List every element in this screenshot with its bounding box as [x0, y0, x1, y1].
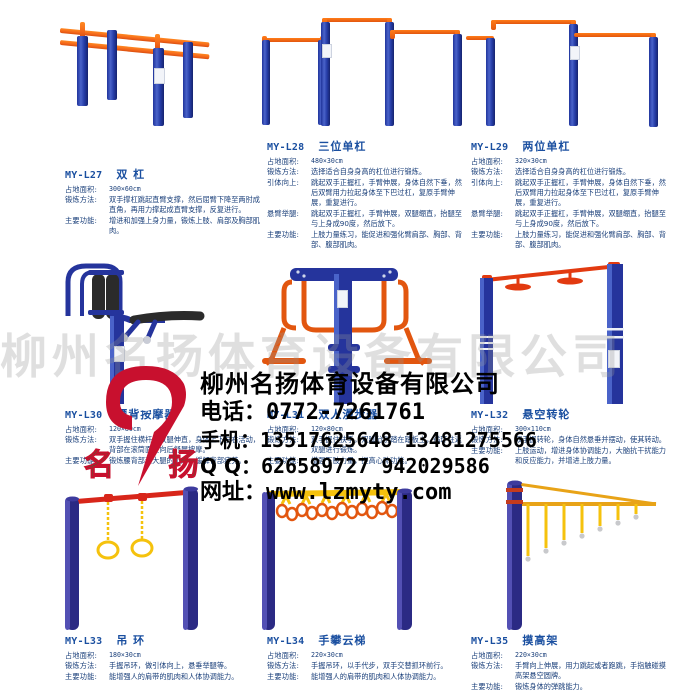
airwalker-drawing — [262, 268, 432, 404]
monkeyladder-drawing — [262, 488, 412, 630]
product-image-two-bar — [466, 8, 671, 138]
product-code: MY-L28 — [267, 142, 305, 153]
product-title-my-l27: MY-L27 双 杠 — [65, 166, 265, 182]
product-tag — [608, 350, 620, 368]
massager-drawing — [65, 263, 205, 404]
product-image-back-massager — [60, 258, 265, 406]
spec-area: 占地面积: 320×30cm — [471, 156, 547, 166]
product-info-my-l29: MY-L29 两位单杠 占地面积: 320×30cm 锻炼方法: 选择适合自身身… — [466, 138, 671, 250]
spec-method: 锻炼方法: 手握吊环，以手代步，双手交替抓环前行。 — [267, 661, 448, 671]
spec-method: 锻炼方法: 双手撑杠跳起直臂支撑，然后屈臂下降至两肘成直角，再用力撑起成直臂支撑… — [65, 195, 260, 215]
product-name: 悬空转轮 — [522, 408, 571, 421]
product-code: MY-L29 — [471, 142, 509, 153]
spec-method: 锻炼方法: 双手握转轮，身体自然悬垂并摆动，使其转动。 — [471, 435, 666, 445]
spec-area: 占地面积: 220×30cm — [267, 650, 343, 660]
product-image-hanging-wheels — [466, 258, 671, 406]
spec-function: 主要功能: 增进和加强上身力量，锻炼上肢、肩部及胸部肌肉。 — [65, 216, 260, 236]
spec-hang-leg: 悬臂举腿: 跳起双手正握杠，手臂伸展，双腿绷直，抬腿至与上身成90度，然后放下。 — [471, 209, 666, 229]
spec-function: 主要功能: 锻炼身体的弹跳能力。 — [471, 682, 587, 692]
spec-function: 主要功能: 上肢运动，增进身体协调能力，大脑抗干扰能力和反应能力，并增进上肢力量… — [471, 445, 666, 466]
spec-hang-leg: 悬臂举腿: 跳起双手正握杠，手臂伸展，双腿绷直，抬腿至与上身成90度，然后放下。 — [267, 209, 462, 229]
product-title-my-l29: MY-L29 两位单杠 — [471, 138, 671, 154]
product-code: MY-L32 — [471, 410, 509, 421]
product-image-rings — [60, 480, 265, 630]
spec-area: 占地面积: 180×30cm — [65, 650, 141, 660]
spec-function: 主要功能: 增强下肢力量，提高心肺功能。 — [267, 456, 412, 466]
product-info-my-l35: MY-L35 摸高架 占地面积: 220×30cm 锻炼方法: 手臂向上伸展，用… — [466, 632, 671, 692]
product-image-parallel-bars — [60, 8, 265, 166]
product-tag — [337, 290, 348, 308]
product-image-three-bar — [262, 8, 467, 138]
product-name: 腰背按摩器 — [116, 408, 177, 421]
product-title-my-l31: MY-L31 双人漫步器 — [267, 406, 467, 422]
product-code: MY-L33 — [65, 636, 103, 647]
product-name: 三位单杠 — [318, 140, 367, 153]
product-cell-my-l28: MY-L28 三位单杠 占地面积: 480×30cm 锻炼方法: 选择适合自身身… — [262, 8, 467, 251]
product-info-my-l30: MY-L30 腰背按摩器 占地面积: 120×80cm 锻炼方法: 双手握住横杆… — [60, 406, 265, 466]
spec-area: 占地面积: 300×60cm — [65, 184, 141, 194]
product-cell-my-l35: MY-L35 摸高架 占地面积: 220×30cm 锻炼方法: 手臂向上伸展，用… — [466, 480, 671, 693]
product-name: 双 杠 — [116, 168, 146, 181]
hangingwheels-drawing — [480, 262, 624, 404]
product-code: MY-L34 — [267, 636, 305, 647]
product-title-my-l32: MY-L32 悬空转轮 — [471, 406, 671, 422]
product-code: MY-L35 — [471, 636, 509, 647]
spec-function: 主要功能: 能增强人的肩带的肌肉和人体协调能力。 — [267, 671, 441, 681]
spec-area: 占地面积: 480×30cm — [267, 156, 343, 166]
product-tag — [570, 46, 580, 60]
product-tag — [322, 44, 332, 58]
product-image-air-walker — [262, 258, 467, 406]
spec-function: 主要功能: 上肢力量练习，能促进和强化臂肩部、胸部、背部、腹部肌肉。 — [267, 230, 462, 250]
spec-method: 锻炼方法: 选择适合自身身高的杠位进行锻炼。 — [471, 167, 631, 177]
product-info-my-l27: MY-L27 双 杠 占地面积: 300×60cm 锻炼方法: 双手撑杠跳起直臂… — [60, 166, 265, 237]
spec-method: 锻炼方法: 双手握住横杆，双腿伸直，身体上下左右活动，背部在滚筒面上向后舒展按摩… — [65, 435, 260, 455]
product-info-my-l33: MY-L33 吊 环 占地面积: 180×30cm 锻炼方法: 手握吊环，做引体… — [60, 632, 265, 682]
product-image-monkey-ladder — [262, 480, 467, 630]
spec-method: 锻炼方法: 手臂向上伸展，用力跳起或者跑跳，手指触碰摸高架悬空圆牌。 — [471, 661, 666, 681]
product-info-my-l32: MY-L32 悬空转轮 占地面积: 300×110cm 锻炼方法: 双手握转轮，… — [466, 406, 671, 466]
product-code: MY-L30 — [65, 410, 103, 421]
spec-method: 锻炼方法: 双手握住扶手，双脚分别踏在踏板上，循环往返双腿进行锻炼。 — [267, 435, 462, 455]
product-info-my-l28: MY-L28 三位单杠 占地面积: 480×30cm 锻炼方法: 选择适合自身身… — [262, 138, 467, 250]
spec-function: 主要功能: 锻炼腰背部和大腿的肌肉，缓解背部疲劳。 — [65, 456, 246, 466]
highreach-drawing — [506, 480, 657, 630]
product-tag — [154, 68, 165, 84]
spec-area: 占地面积: 120×80cm — [65, 424, 141, 434]
product-tag — [114, 346, 125, 362]
spec-pullup: 引体向上: 跳起双手正握杠，手臂伸展，身体自然下垂，然后双臂用力拉起身体至下巴过… — [471, 177, 666, 208]
product-code: MY-L31 — [267, 410, 305, 421]
product-cell-my-l31: MY-L31 双人漫步器 占地面积: 120×80cm 锻炼方法: 双手握住扶手… — [262, 258, 467, 467]
product-cell-my-l29: MY-L29 两位单杠 占地面积: 320×30cm 锻炼方法: 选择适合自身身… — [466, 8, 671, 251]
product-cell-my-l27: MY-L27 双 杠 占地面积: 300×60cm 锻炼方法: 双手撑杠跳起直臂… — [60, 8, 265, 237]
spec-area: 占地面积: 300×110cm — [471, 424, 551, 434]
product-cell-my-l32: MY-L32 悬空转轮 占地面积: 300×110cm 锻炼方法: 双手握转轮，… — [466, 258, 671, 467]
product-name: 吊 环 — [116, 634, 146, 647]
rings-drawing — [65, 486, 198, 630]
spec-function: 主要功能: 能增强人的肩带的肌肉和人体协调能力。 — [65, 671, 239, 681]
product-name: 摸高架 — [522, 634, 559, 647]
product-code: MY-L27 — [65, 170, 103, 181]
product-title-my-l35: MY-L35 摸高架 — [471, 632, 671, 648]
product-image-high-reach — [466, 480, 671, 630]
product-info-my-l31: MY-L31 双人漫步器 占地面积: 120×80cm 锻炼方法: 双手握住扶手… — [262, 406, 467, 466]
product-title-my-l33: MY-L33 吊 环 — [65, 632, 265, 648]
product-title-my-l28: MY-L28 三位单杠 — [267, 138, 467, 154]
spec-area: 占地面积: 120×80cm — [267, 424, 343, 434]
product-title-my-l34: MY-L34 手攀云梯 — [267, 632, 467, 648]
spec-area: 占地面积: 220×30cm — [471, 650, 547, 660]
spec-method: 锻炼方法: 手握吊环，做引体向上，悬垂举腿等。 — [65, 661, 232, 671]
spec-pullup: 引体向上: 跳起双手正握杠，手臂伸展，身体自然下垂，然后双臂用力拉起身体至下巴过… — [267, 177, 462, 208]
spec-method: 锻炼方法: 选择适合自身身高的杠位进行锻炼。 — [267, 167, 427, 177]
product-cell-my-l34: MY-L34 手攀云梯 占地面积: 220×30cm 锻炼方法: 手握吊环，以手… — [262, 480, 467, 683]
product-title-my-l30: MY-L30 腰背按摩器 — [65, 406, 265, 422]
product-name: 双人漫步器 — [318, 408, 379, 421]
product-name: 手攀云梯 — [318, 634, 367, 647]
spec-function: 主要功能: 上肢力量练习，能促进和强化臂肩部、胸部、背部、腹部肌肉。 — [471, 230, 666, 250]
product-cell-my-l33: MY-L33 吊 环 占地面积: 180×30cm 锻炼方法: 手握吊环，做引体… — [60, 480, 265, 683]
product-name: 两位单杠 — [522, 140, 571, 153]
product-info-my-l34: MY-L34 手攀云梯 占地面积: 220×30cm 锻炼方法: 手握吊环，以手… — [262, 632, 467, 682]
product-cell-my-l30: MY-L30 腰背按摩器 占地面积: 120×80cm 锻炼方法: 双手握住横杆… — [60, 258, 265, 467]
